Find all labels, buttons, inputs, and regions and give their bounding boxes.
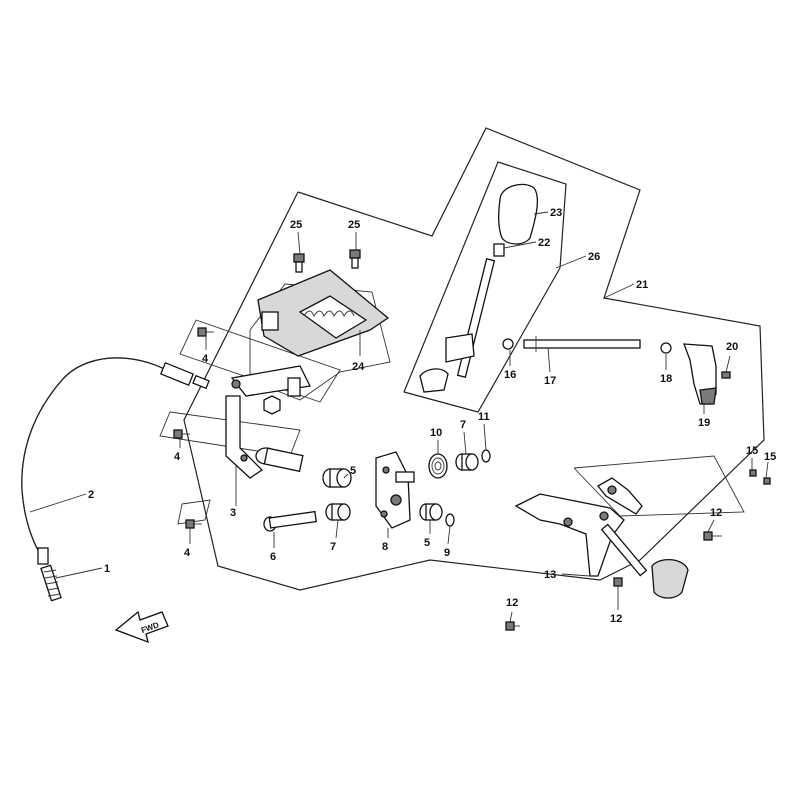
callout-9: 9 [444,547,450,559]
outline-group-13 [573,455,745,517]
washer-9 [445,513,455,527]
callout-15-left: 15 [746,445,758,457]
callout-20: 20 [726,341,738,353]
selector-plate [375,451,415,529]
shift-knob [498,183,538,245]
callout-7-upper: 7 [460,419,466,431]
callout-4-middle: 4 [174,451,181,463]
callout-12-lower-left: 12 [506,597,518,609]
outline-bracket-3-plane [179,319,341,403]
pivot-pin [263,510,317,532]
callout-15-right: 15 [764,451,776,463]
callout-13: 13 [544,569,556,581]
callout-4-upper: 4 [202,353,209,365]
callout-22: 22 [538,237,550,249]
callout-24: 24 [352,361,365,373]
callout-26: 26 [588,251,600,263]
outline-bracket-4-lower [177,499,211,525]
bushing-7-lower [325,503,351,521]
washer-11 [481,449,491,463]
cable-body [21,357,189,563]
callout-19: 19 [698,417,710,429]
lever-rod [456,258,496,378]
mount-bracket [225,365,311,479]
nut [263,395,281,415]
shifter-housing [257,269,390,357]
bolt-12-lower-left [505,621,520,631]
cable-sleeve-upper [159,361,195,387]
housing-tab [261,311,279,331]
callout-25-left: 25 [290,219,302,231]
right-bracket [514,477,643,577]
outline-group-26 [403,161,567,413]
callout-16: 16 [504,369,516,381]
callout-3: 3 [230,507,236,519]
bolt-15-right [763,477,771,485]
bolt-20 [721,371,731,379]
callout-5-upper: 5 [350,465,356,477]
bolt-4-middle [173,429,190,439]
shift-arm [683,343,731,405]
callout-4-lower: 4 [184,547,191,559]
bolt-4-upper [197,327,214,337]
callout-8: 8 [382,541,388,553]
bolt-12-right [703,531,722,541]
rod-end-18 [660,342,672,354]
callout-25-right: 25 [348,219,360,231]
bolt-25-right [349,249,361,269]
outline-group-21 [183,127,765,591]
callout-6: 6 [270,551,276,563]
cable-sleeve-lower [37,547,49,565]
cable-thread-end [40,564,62,602]
bushing-7-upper [455,453,479,471]
bushing-5-lower [419,503,443,521]
callout-1: 1 [104,563,110,575]
bushing-5-upper [322,468,352,488]
callout-12-right: 12 [710,507,722,519]
bolt-15-left [749,469,757,477]
callout-21: 21 [636,279,648,291]
bolt-12-lower-right [613,577,623,587]
callout-17: 17 [544,375,556,387]
callout-10: 10 [430,427,442,439]
link-rod [502,336,672,354]
gear-lever [419,183,538,393]
callout-labels: 1 2 3 4 4 4 5 5 6 7 7 8 9 10 11 12 12 12… [88,207,776,625]
torsion-spring [428,453,448,479]
bolt-25-left [293,253,305,273]
callout-12-lower-right: 12 [610,613,622,625]
callout-23: 23 [550,207,562,219]
callout-11: 11 [478,411,490,423]
callout-2: 2 [88,489,94,501]
callout-7-lower: 7 [330,541,336,553]
forward-direction-arrow: FWD [114,610,169,644]
shift-cable [21,357,210,602]
callout-18: 18 [660,373,672,385]
cable-end-upper [192,374,210,390]
rod-end-16 [502,338,514,350]
knob-nut [493,243,505,257]
leader-lines [29,211,769,623]
selector-lever [600,523,689,599]
callout-5-lower: 5 [424,537,430,549]
